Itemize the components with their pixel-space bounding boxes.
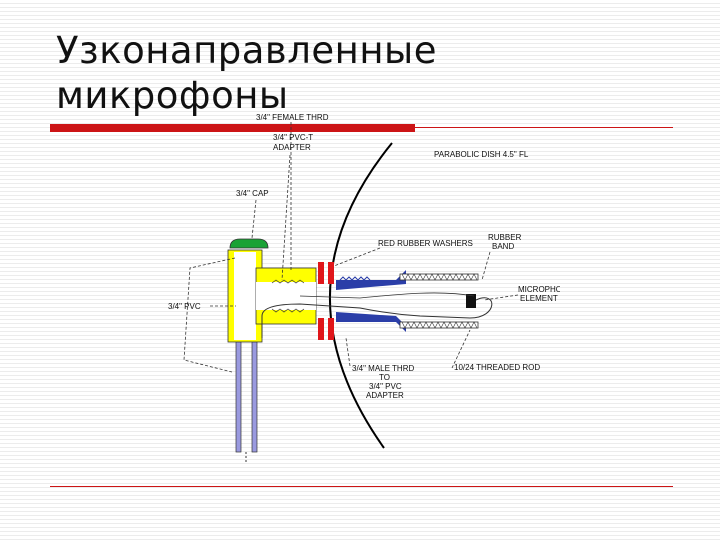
label-male-thread-1: 3/4" MALE THRD [352, 364, 414, 373]
title-underline-bar [50, 124, 415, 132]
label-threaded-rod: 10/24 THREADED ROD [454, 363, 540, 372]
blue-adapter-bottom [336, 312, 406, 332]
title-line-1: Узконаправленные [56, 29, 437, 72]
label-rubber-band-2: BAND [492, 242, 514, 251]
label-pvc-adapter-2: ADAPTER [273, 143, 311, 152]
label-mic-element-2: ELEMENT [520, 294, 558, 303]
label-female-thread: 3/4" FEMALE THRD [256, 113, 329, 122]
title-line-2: микрофоны [56, 74, 289, 117]
title-underline-line [415, 127, 673, 128]
microphone-element [466, 294, 476, 308]
red-washer-top-right [328, 262, 334, 284]
left-leg-pipe [235, 339, 242, 453]
label-male-thread-2: TO [379, 373, 390, 382]
label-male-thread-3: 3/4" PVC [369, 382, 402, 391]
threaded-rod-bottom [399, 321, 479, 329]
green-cap [229, 238, 269, 249]
footer-rule [50, 486, 673, 487]
microphone-cable [261, 297, 493, 338]
label-rubber-band-1: RUBBER [488, 233, 522, 242]
parabolic-microphone-diagram: 3/4" FEMALE THRD 3/4" PVC-T ADAPTER PARA… [168, 113, 560, 462]
red-washer-top-left [318, 262, 324, 284]
label-rubber-washers: RED RUBBER WASHERS [378, 239, 473, 248]
threaded-rod-top [399, 273, 479, 281]
right-leg-pipe [251, 339, 258, 453]
red-washer-bottom-right [328, 318, 334, 340]
label-pvc-t: 3/4" PVC [168, 302, 201, 311]
label-parabolic-dish: PARABOLIC DISH 4.5" FL [434, 150, 529, 159]
label-male-thread-4: ADAPTER [366, 391, 404, 400]
blue-adapter-top [336, 270, 406, 290]
label-pvc-adapter-1: 3/4" PVC-T [273, 133, 313, 142]
red-washer-bottom-left [318, 318, 324, 340]
slide-title: Узконаправленные микрофоны [56, 28, 656, 118]
label-cap: 3/4" CAP [236, 189, 269, 198]
label-mic-element-1: MICROPHONE [518, 285, 560, 294]
parabolic-dish [328, 142, 393, 449]
